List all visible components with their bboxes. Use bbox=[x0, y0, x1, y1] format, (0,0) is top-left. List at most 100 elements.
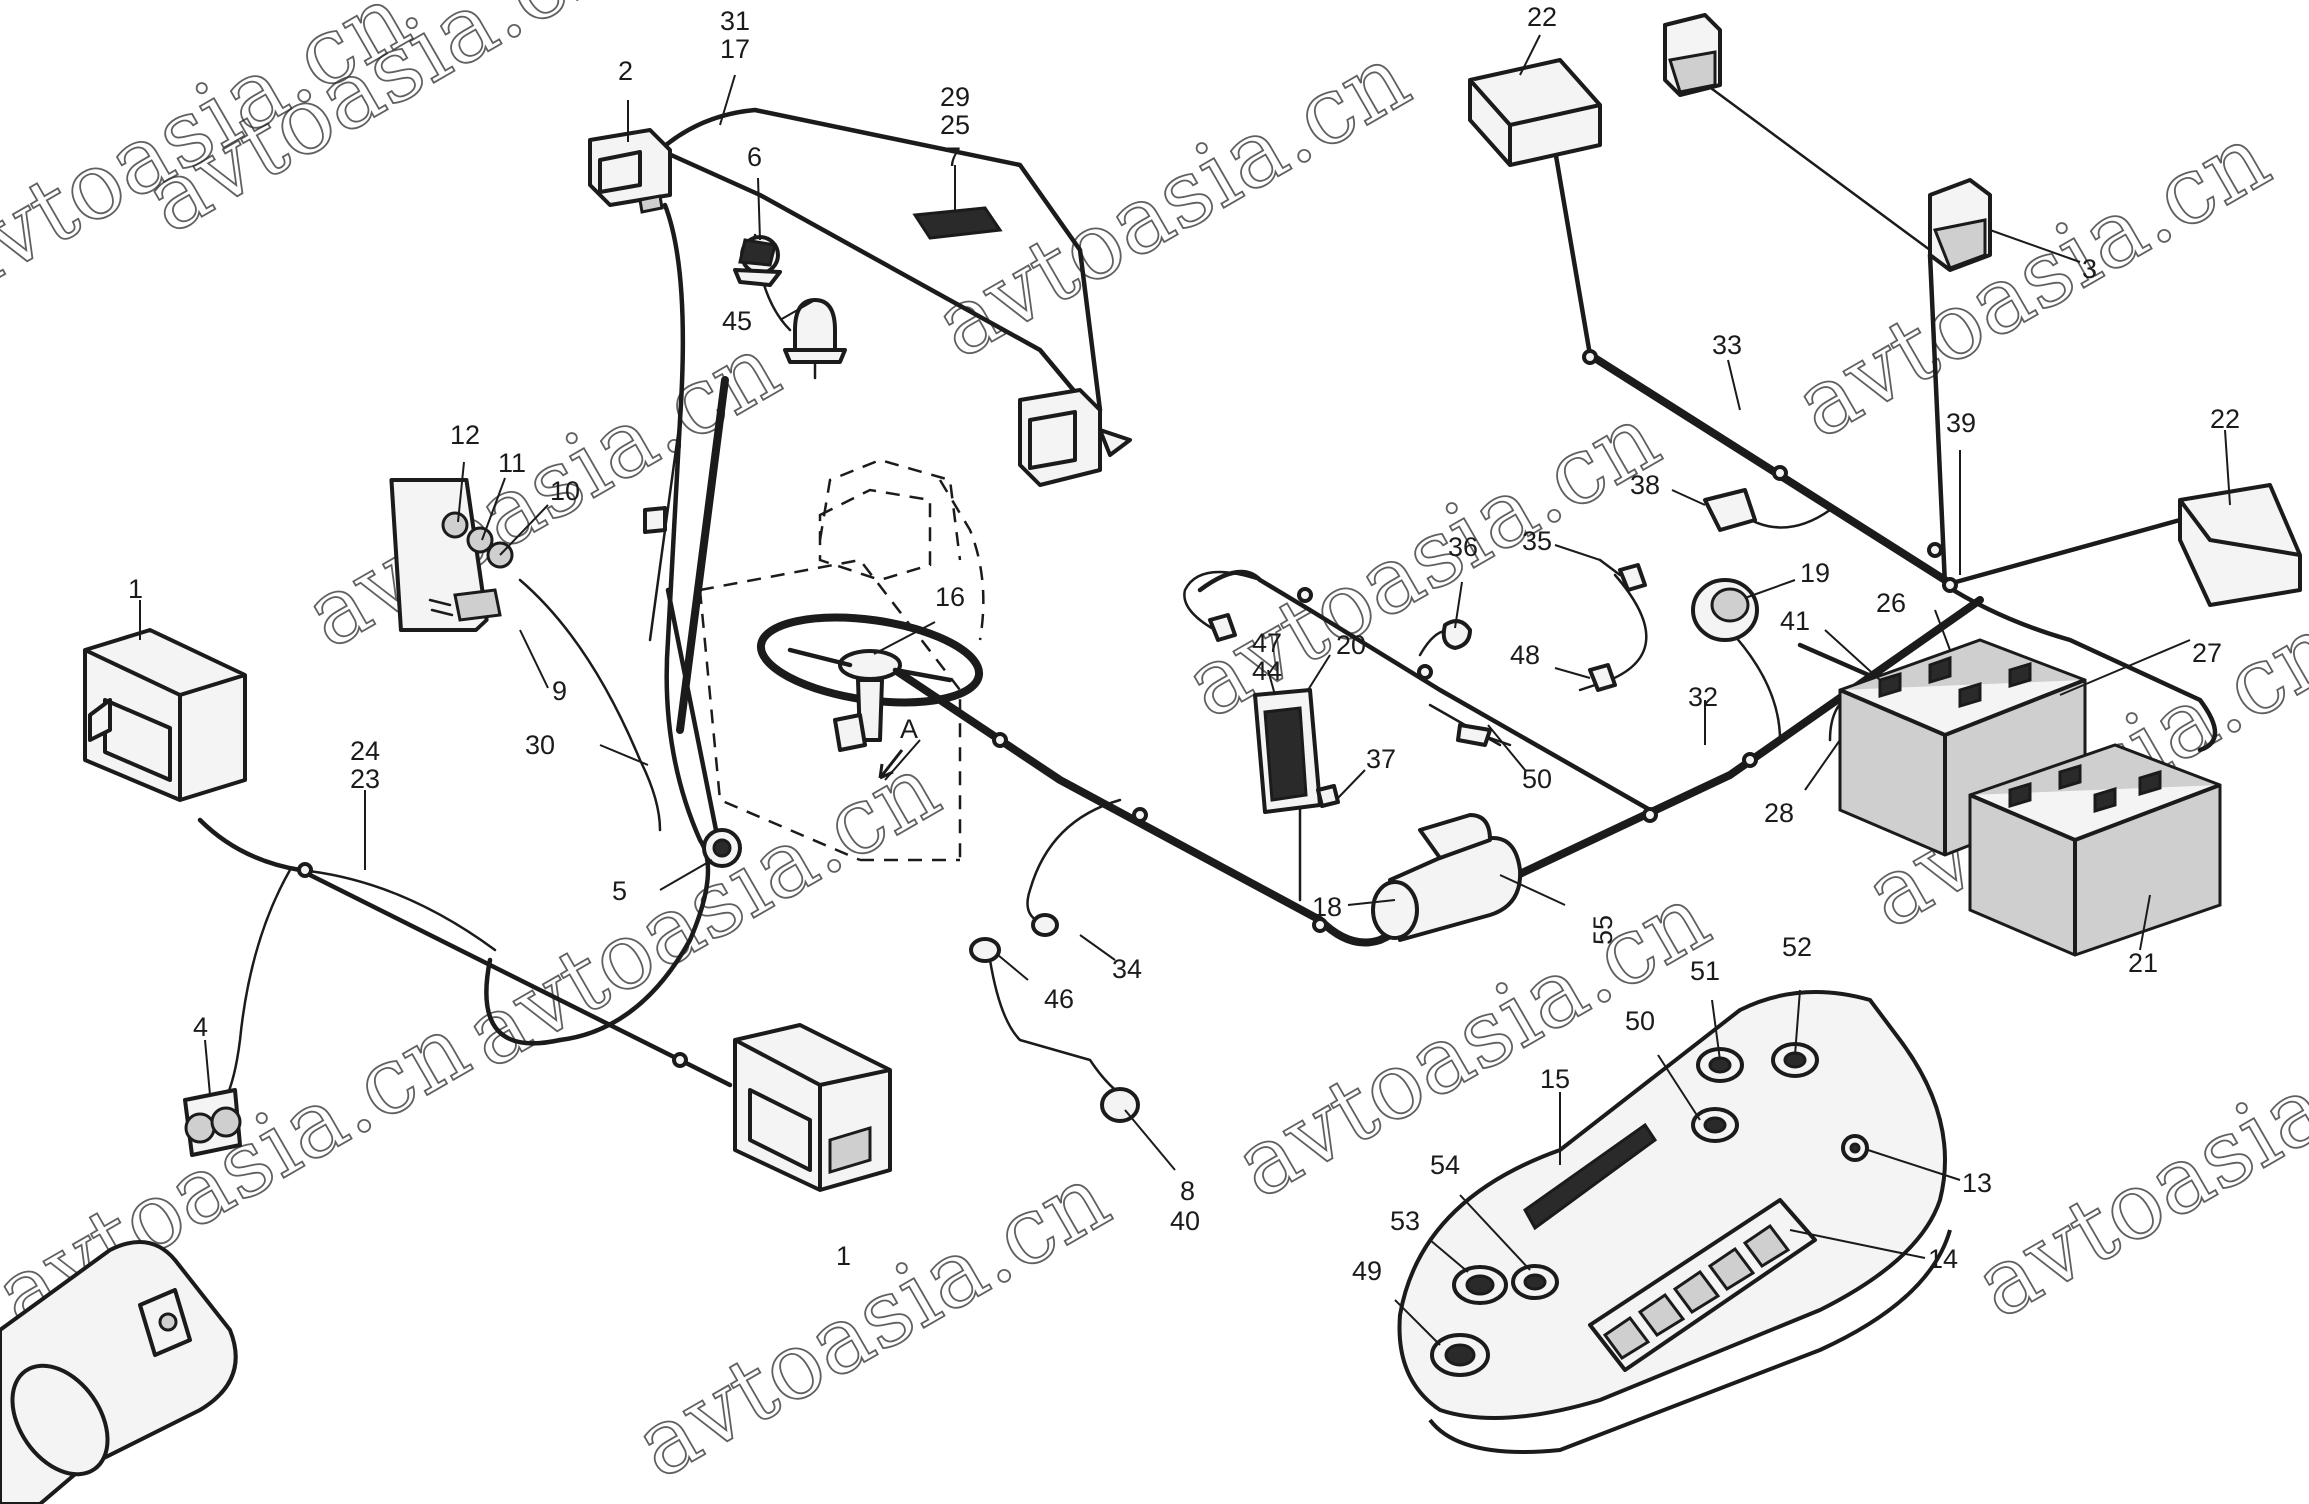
wire-47 bbox=[1183, 570, 1262, 632]
starter-18 bbox=[1371, 813, 1523, 942]
harness-47-44 bbox=[1197, 569, 1653, 813]
sender-50 bbox=[1456, 723, 1512, 747]
harness-33-feed bbox=[1552, 147, 1593, 358]
callout-33: 33 bbox=[1712, 330, 1742, 360]
callout-27: 27 bbox=[2192, 638, 2222, 668]
rear-lamp-top bbox=[1663, 13, 1722, 97]
callout-14: 14 bbox=[1928, 1244, 1958, 1274]
callout-26: 26 bbox=[1876, 588, 1906, 618]
callout-18: 18 bbox=[1312, 892, 1342, 922]
callout-23: 23 bbox=[350, 764, 380, 794]
callout-36: 36 bbox=[1448, 532, 1478, 562]
callout-4: 4 bbox=[193, 1012, 208, 1042]
callout-50b: 50 bbox=[1625, 1006, 1655, 1036]
callout-50a: 50 bbox=[1522, 764, 1552, 794]
callout-29: 29 bbox=[940, 82, 970, 112]
callout-38: 38 bbox=[1630, 470, 1660, 500]
horn-wire bbox=[223, 868, 292, 1102]
watermark-11: avtoasia.cn bbox=[618, 1144, 1127, 1499]
roof-harness-front bbox=[657, 147, 1093, 413]
watermark-4: avtoasia.cn bbox=[288, 314, 797, 669]
callout-54: 54 bbox=[1430, 1150, 1460, 1180]
harness-39 bbox=[1927, 252, 1948, 588]
harness-rear-lamp-lower bbox=[484, 957, 563, 1046]
callout-5: 5 bbox=[612, 876, 627, 906]
callout-21: 21 bbox=[2128, 948, 2158, 978]
air-heater-1a bbox=[83, 628, 247, 802]
wire-8-40 bbox=[988, 958, 1132, 1102]
control-box bbox=[818, 488, 932, 582]
fan-6 bbox=[733, 235, 782, 287]
callout-1a: 1 bbox=[128, 574, 143, 604]
watermark-9: avtoasia.cn bbox=[1958, 984, 2309, 1339]
callout-24: 24 bbox=[350, 736, 380, 766]
callout-15: 15 bbox=[1540, 1064, 1570, 1094]
connector-34 bbox=[1031, 913, 1059, 937]
rear-lamp-3 bbox=[1928, 178, 1992, 272]
callout-20: 20 bbox=[1336, 630, 1366, 660]
wiper-motor-5 bbox=[702, 828, 742, 868]
callout-22b: 22 bbox=[2210, 404, 2240, 434]
callout-7: 7 bbox=[946, 142, 961, 172]
battery-21 bbox=[1968, 743, 2222, 957]
wire-35-48 bbox=[1578, 573, 1648, 692]
callout-labels: 1 1 2 3 4 5 6 29 25 7 8 40 9 10 11 12 13… bbox=[128, 2, 2240, 1286]
view-a-label: A bbox=[900, 714, 918, 744]
roof-harness bbox=[657, 107, 1103, 413]
sensor-35 bbox=[1598, 558, 1647, 592]
callout-2: 2 bbox=[618, 56, 633, 86]
relay-panel-9-12 bbox=[389, 478, 514, 632]
callout-44: 44 bbox=[1252, 656, 1282, 686]
wiper-arm bbox=[665, 587, 723, 853]
horn-4 bbox=[183, 1088, 242, 1157]
rear-lamp-22b bbox=[2178, 483, 2302, 607]
leader-lines bbox=[139, 34, 2231, 1346]
harness-wires bbox=[197, 78, 2218, 1102]
callout-1b: 1 bbox=[836, 1241, 851, 1271]
callout-13: 13 bbox=[1962, 1168, 1992, 1198]
view-a-arrow bbox=[878, 749, 904, 780]
sensor-48 bbox=[1588, 663, 1617, 692]
work-lamp-2 bbox=[588, 128, 672, 214]
dome-light-7 bbox=[912, 206, 1003, 240]
callout-16: 16 bbox=[935, 582, 965, 612]
callout-22a: 22 bbox=[1527, 2, 1557, 32]
harness-to-lamp-22b bbox=[1942, 517, 2183, 588]
battery-cable-27 bbox=[1942, 582, 2218, 753]
callout-39: 39 bbox=[1946, 408, 1976, 438]
callout-51: 51 bbox=[1690, 956, 1720, 986]
callout-9: 9 bbox=[552, 676, 567, 706]
callout-46: 46 bbox=[1044, 984, 1074, 1014]
beacon-45 bbox=[783, 298, 847, 380]
callout-40: 40 bbox=[1170, 1206, 1200, 1236]
callout-37: 37 bbox=[1366, 744, 1396, 774]
callout-35: 35 bbox=[1522, 526, 1552, 556]
sensor-36 bbox=[1441, 619, 1472, 650]
connector-37 bbox=[1316, 784, 1340, 808]
wire-34-46 bbox=[1026, 798, 1122, 927]
cable-detail-cutaway bbox=[0, 1240, 238, 1504]
callout-52: 52 bbox=[1782, 932, 1812, 962]
callout-3: 3 bbox=[2082, 254, 2097, 284]
callout-6: 6 bbox=[747, 142, 762, 172]
callout-11: 11 bbox=[498, 448, 526, 478]
callout-53: 53 bbox=[1390, 1206, 1420, 1236]
harness-rear-lamp bbox=[1698, 78, 1932, 252]
callout-34: 34 bbox=[1112, 954, 1142, 984]
alternator-19 bbox=[1691, 578, 1759, 642]
fuse-box-20 bbox=[1253, 688, 1322, 814]
wire-9 bbox=[518, 578, 662, 832]
callout-48: 48 bbox=[1510, 640, 1540, 670]
callout-28: 28 bbox=[1764, 798, 1794, 828]
callout-30: 30 bbox=[525, 730, 555, 760]
battery-cable-41 bbox=[1797, 642, 1883, 683]
wiper-clip bbox=[643, 506, 667, 534]
rear-lamp-22a bbox=[1468, 58, 1602, 167]
connector-46 bbox=[969, 937, 1001, 963]
switch-38 bbox=[1703, 488, 1757, 532]
harness-23-24-upper bbox=[298, 868, 497, 952]
harness-33 bbox=[1586, 351, 1949, 584]
callout-49: 49 bbox=[1352, 1256, 1382, 1286]
callout-41: 41 bbox=[1780, 606, 1810, 636]
